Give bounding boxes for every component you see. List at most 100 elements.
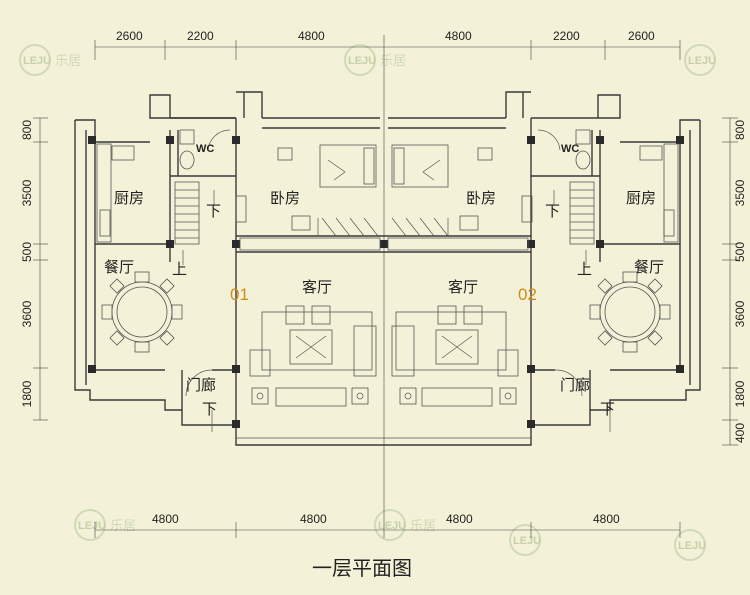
room-label-dining: 餐厅 xyxy=(634,258,664,276)
plan-title: 一层平面图 xyxy=(312,556,412,580)
watermark: LEJU xyxy=(674,529,706,561)
wc-sink-icon xyxy=(179,129,195,145)
furniture-left xyxy=(96,129,381,432)
dimension-labels-right: 800 3500 500 3600 1800 400 xyxy=(733,120,747,443)
stove-icon xyxy=(99,209,111,237)
watermark-logo: LEJU xyxy=(378,520,406,532)
watermark-logo-icon xyxy=(344,44,376,76)
unit-label-02: 02 xyxy=(518,285,537,304)
dimension-labels-bottom: 4800 4800 4800 4800 xyxy=(152,512,620,526)
dim-bottom-label: 4800 xyxy=(593,512,620,526)
stove-icon xyxy=(663,209,675,237)
room-label-bedroom: 卧房 xyxy=(466,189,496,207)
watermark-logo-icon xyxy=(509,524,541,556)
watermark-logo-icon xyxy=(674,529,706,561)
dining-table-icon xyxy=(101,271,183,353)
watermark-cn: 乐居 xyxy=(55,54,81,69)
watermark-logo: LEJU xyxy=(348,55,376,67)
dim-right-label: 800 xyxy=(733,120,747,140)
dim-bottom-label: 4800 xyxy=(300,512,327,526)
porch-label-down: 下 xyxy=(202,400,217,418)
kitchen-counter-icon xyxy=(96,143,112,243)
dim-top-label: 2200 xyxy=(553,29,580,43)
dimension-labels-left: 800 3500 500 3600 1800 xyxy=(20,120,34,408)
dim-bottom-label: 4800 xyxy=(446,512,473,526)
stair-label-up: 上 xyxy=(577,260,592,278)
dim-top-label: 2600 xyxy=(116,29,143,43)
room-label-wc: WC xyxy=(196,143,214,155)
watermark: LEJU 乐居 xyxy=(74,509,136,541)
room-label-kitchen: 厨房 xyxy=(114,189,144,207)
watermark-logo: LEJU xyxy=(688,55,716,67)
room-label-dining: 餐厅 xyxy=(104,258,134,276)
nightstand-icon xyxy=(277,147,293,161)
sink-icon xyxy=(639,145,663,161)
dim-right-label: 3500 xyxy=(733,179,747,206)
door-swing-icon xyxy=(185,369,213,397)
room-label-living: 客厅 xyxy=(302,278,332,296)
living-room-furniture-icon xyxy=(391,305,519,407)
dim-left-label: 3500 xyxy=(20,179,34,206)
dim-right-label: 3600 xyxy=(733,300,747,327)
dimension-lines xyxy=(33,35,738,538)
watermark-logo-icon xyxy=(74,509,106,541)
stair-label-down: 下 xyxy=(206,202,221,220)
watermark: LEJU xyxy=(684,44,716,76)
chair-icon xyxy=(291,215,311,231)
dim-right-label: 400 xyxy=(733,423,747,443)
room-label-kitchen: 厨房 xyxy=(626,189,656,207)
room-label-porch: 门廊 xyxy=(186,376,216,394)
staircase-icon xyxy=(553,181,595,265)
desk-icon xyxy=(521,195,533,223)
sink-icon xyxy=(111,145,135,161)
door-swing-icon xyxy=(554,369,583,397)
watermark-logo-icon xyxy=(684,44,716,76)
living-room-furniture-icon xyxy=(249,305,377,407)
dim-right-label: 500 xyxy=(733,242,747,262)
watermark: LEJU 乐居 xyxy=(19,44,81,76)
watermark-logo-icon xyxy=(19,44,51,76)
dim-left-label: 500 xyxy=(20,242,34,262)
door-swing-icon xyxy=(537,129,561,151)
walls xyxy=(74,91,701,446)
room-labels: WC 厨房 卧房 下 上 餐厅 客厅 门廊 下 01 WC 厨房 卧房 下 上 … xyxy=(104,143,664,418)
wc-sink-icon xyxy=(575,129,591,145)
watermark-logo-icon xyxy=(374,509,406,541)
dim-top-label: 4800 xyxy=(298,29,325,43)
dim-top-label: 2600 xyxy=(628,29,655,43)
chair-icon xyxy=(459,215,479,231)
watermark-logo: LEJU xyxy=(678,540,706,552)
wardrobe-icon xyxy=(387,217,529,251)
stair-label-up: 上 xyxy=(172,260,187,278)
staircase-icon xyxy=(174,181,215,265)
kitchen-counter-icon xyxy=(663,143,679,243)
unit-label-01: 01 xyxy=(230,285,249,304)
watermark-cn: 乐居 xyxy=(110,519,136,534)
dim-bottom-label: 4800 xyxy=(152,512,179,526)
watermark-logo: LEJU xyxy=(23,55,51,67)
toilet-icon xyxy=(575,150,591,170)
watermark: LEJU xyxy=(509,524,541,556)
watermark-logo: LEJU xyxy=(513,535,541,547)
room-label-bedroom: 卧房 xyxy=(270,189,300,207)
dim-left-label: 1800 xyxy=(20,380,34,407)
watermark: LEJU 乐居 xyxy=(344,44,406,76)
furniture-right xyxy=(387,129,679,432)
watermark-logo: LEJU xyxy=(78,520,106,532)
dining-table-icon xyxy=(589,271,671,353)
bed-icon xyxy=(319,144,377,188)
porch-label-down: 下 xyxy=(600,400,615,418)
room-label-porch: 门廊 xyxy=(560,376,590,394)
watermark-cn: 乐居 xyxy=(410,519,436,534)
desk-icon xyxy=(235,195,247,223)
nightstand-icon xyxy=(477,147,493,161)
dim-left-label: 3600 xyxy=(20,300,34,327)
room-label-wc: WC xyxy=(561,143,579,155)
dim-top-label: 4800 xyxy=(445,29,472,43)
door-swing-icon xyxy=(207,129,231,151)
watermark-group: LEJU 乐居 LEJU 乐居 LEJU LEJU 乐居 LEJU 乐居 LEJ… xyxy=(19,44,716,561)
dim-right-label: 1800 xyxy=(733,380,747,407)
dim-top-label: 2200 xyxy=(187,29,214,43)
